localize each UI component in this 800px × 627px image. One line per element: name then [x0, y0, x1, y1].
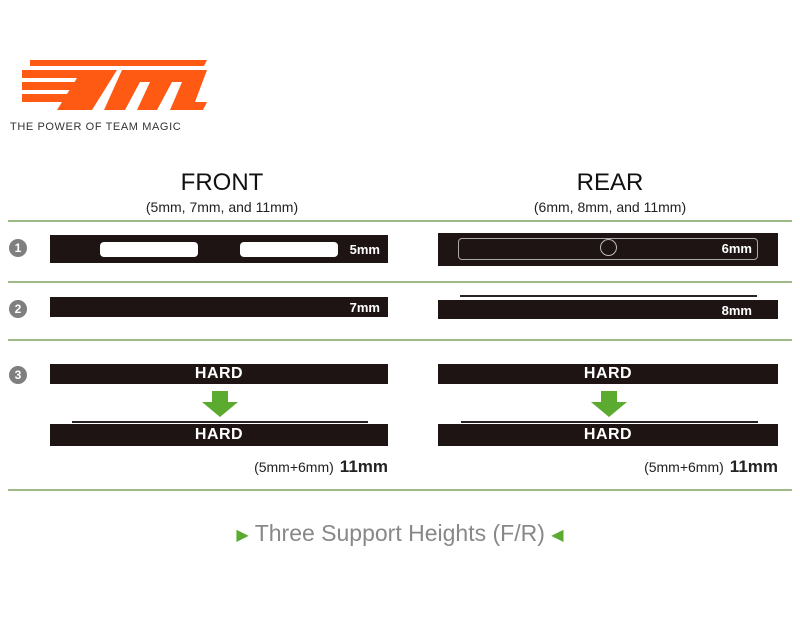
down-arrow-icon: [202, 391, 238, 417]
rear-total: 11mm: [729, 457, 778, 476]
team-magic-logo: [22, 60, 207, 110]
front-hard-top-bar: HARD: [50, 364, 388, 384]
front-title: FRONT: [180, 169, 264, 196]
shim-plate: [461, 421, 758, 423]
rear-8mm-bar: 8mm: [438, 300, 778, 319]
rear-result: (5mm+6mm) 11mm: [438, 457, 778, 477]
triangle-left-icon: ◀: [551, 526, 564, 544]
front-7mm-bar: 7mm: [50, 297, 388, 317]
bar-outline: [458, 238, 758, 260]
rear-combo: (5mm+6mm): [644, 459, 724, 475]
bar-slot: [240, 242, 338, 257]
front-combo: (5mm+6mm): [254, 459, 334, 475]
rear-row1-label: 6mm: [721, 241, 752, 256]
shim-plate: [460, 295, 757, 297]
front-result: (5mm+6mm) 11mm: [48, 457, 388, 477]
front-subtitle: (5mm, 7mm, and 11mm): [145, 199, 299, 215]
rear-hard-top-bar: HARD: [438, 364, 778, 384]
rear-row2-label: 8mm: [721, 303, 752, 318]
divider: [8, 339, 792, 341]
step-number-2: 2: [9, 300, 27, 318]
front-hard-bottom-bar: HARD: [50, 424, 388, 446]
rear-hard-bottom-bar: HARD: [438, 424, 778, 446]
step-number-1: 1: [9, 239, 27, 257]
logo-tagline: THE POWER OF TEAM MAGIC: [10, 121, 182, 133]
down-arrow-icon: [591, 391, 627, 417]
step-number-3: 3: [9, 366, 27, 384]
front-5mm-bar: 5mm: [50, 235, 388, 263]
bar-slot: [100, 242, 198, 257]
rear-subtitle: (6mm, 8mm, and 11mm): [533, 199, 687, 215]
footer-caption: ▶ Three Support Heights (F/R) ◀: [0, 520, 800, 547]
rear-6mm-bar: 6mm: [438, 233, 778, 266]
divider: [8, 281, 792, 283]
hole-icon: [600, 239, 617, 256]
shim-plate: [72, 421, 368, 423]
rear-title: REAR: [576, 169, 644, 196]
front-row2-label: 7mm: [349, 300, 380, 315]
divider: [8, 489, 792, 491]
triangle-right-icon: ▶: [236, 526, 249, 544]
divider: [8, 220, 792, 222]
front-row1-label: 5mm: [349, 242, 380, 257]
front-total: 11mm: [339, 457, 388, 476]
footer-text: Three Support Heights (F/R): [254, 520, 545, 546]
